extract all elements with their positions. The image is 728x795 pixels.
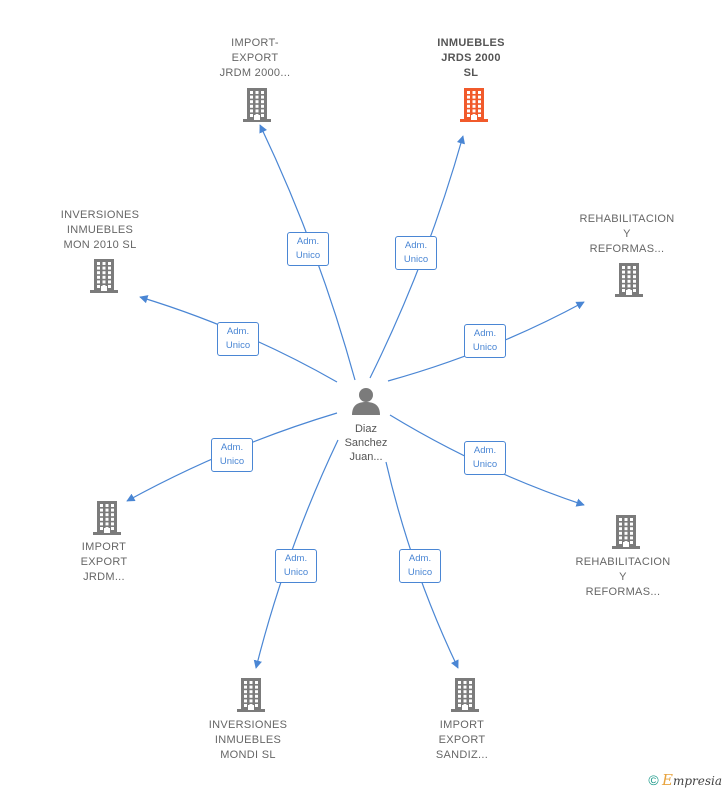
- company-name-line-1: IMPORT: [439, 719, 485, 731]
- company-name-line-1: REHABILITACION: [575, 556, 671, 568]
- building-icon[interactable]: [613, 263, 645, 302]
- role-label-line-1: Adm.: [473, 328, 497, 339]
- company-name-line-1: INMUEBLES: [437, 37, 505, 49]
- company-name-line-3: REFORMAS...: [589, 243, 665, 255]
- company-name-line-3: MON 2010 SL: [63, 239, 137, 251]
- role-label-line-1: Adm.: [284, 553, 308, 564]
- role-label-3: Adm. Unico: [217, 322, 259, 356]
- company-label-8[interactable]: IMPORT EXPORT SANDIZ...: [397, 718, 527, 763]
- company-name-line-1: INVERSIONES: [60, 209, 140, 221]
- company-name-line-1: REHABILITACION: [579, 213, 675, 225]
- role-label-line-2: Unico: [225, 340, 251, 351]
- building-icon[interactable]: [88, 259, 120, 298]
- company-label-6[interactable]: REHABILITACION Y REFORMAS...: [558, 555, 688, 600]
- company-name-line-1: IMPORT-: [231, 37, 279, 49]
- role-label-line-1: Adm.: [473, 445, 497, 456]
- center-name-line-2: Sanchez: [344, 437, 388, 449]
- role-label-4: Adm. Unico: [464, 324, 506, 358]
- company-name-line-1: IMPORT: [81, 541, 127, 553]
- company-name-line-2: JRDS 2000: [441, 52, 501, 64]
- building-icon[interactable]: [610, 515, 642, 554]
- role-label-1: Adm. Unico: [287, 232, 329, 266]
- role-label-5: Adm. Unico: [211, 438, 253, 472]
- company-name-line-2: EXPORT: [80, 556, 128, 568]
- role-label-line-1: Adm.: [408, 553, 432, 564]
- company-name-line-2: INMUEBLES: [66, 224, 134, 236]
- brand-logo: Empresia: [661, 771, 722, 789]
- company-name-line-2: EXPORT: [231, 52, 279, 64]
- brand-logo-rest: mpresia: [672, 774, 722, 788]
- company-name-line-2: INMUEBLES: [214, 734, 282, 746]
- building-icon[interactable]: [235, 678, 267, 717]
- role-label-7: Adm. Unico: [275, 549, 317, 583]
- building-icon[interactable]: [241, 88, 273, 127]
- role-label-2: Adm. Unico: [395, 236, 437, 270]
- role-label-line-2: Unico: [295, 250, 321, 261]
- role-label-line-1: Adm.: [220, 442, 244, 453]
- role-label-line-2: Unico: [283, 567, 309, 578]
- role-label-line-2: Unico: [407, 567, 433, 578]
- company-name-line-3: JRDM 2000...: [219, 67, 291, 79]
- center-name-line-1: Diaz: [354, 423, 377, 435]
- role-label-line-1: Adm.: [226, 326, 250, 337]
- company-name-line-3: SANDIZ...: [435, 749, 489, 761]
- copyright-symbol: ©: [648, 772, 659, 788]
- company-name-line-3: JRDM...: [83, 571, 125, 583]
- brand-logo-initial: E: [661, 771, 673, 789]
- role-label-line-2: Unico: [219, 456, 245, 467]
- building-icon[interactable]: [449, 678, 481, 717]
- company-name-line-1: INVERSIONES: [208, 719, 288, 731]
- building-icon[interactable]: [91, 501, 123, 540]
- company-name-line-2: EXPORT: [438, 734, 486, 746]
- role-label-line-2: Unico: [403, 254, 429, 265]
- role-label-8: Adm. Unico: [399, 549, 441, 583]
- role-label-line-1: Adm.: [404, 240, 428, 251]
- company-name-line-2: Y: [619, 571, 627, 583]
- center-name-line-3: Juan...: [349, 451, 383, 463]
- company-name-line-2: Y: [623, 228, 631, 240]
- role-label-line-2: Unico: [472, 459, 498, 470]
- role-label-6: Adm. Unico: [464, 441, 506, 475]
- center-person-label[interactable]: Diaz Sanchez Juan...: [316, 422, 416, 464]
- company-label-5[interactable]: IMPORT EXPORT JRDM...: [39, 540, 169, 585]
- company-name-line-3: REFORMAS...: [585, 586, 661, 598]
- company-label-1[interactable]: IMPORT- EXPORT JRDM 2000...: [190, 36, 320, 81]
- company-label-7[interactable]: INVERSIONES INMUEBLES MONDI SL: [183, 718, 313, 763]
- company-label-3[interactable]: INVERSIONES INMUEBLES MON 2010 SL: [35, 208, 165, 253]
- building-icon[interactable]: [458, 88, 490, 127]
- company-label-4[interactable]: REHABILITACION Y REFORMAS...: [562, 212, 692, 257]
- role-label-line-2: Unico: [472, 342, 498, 353]
- footer-credit: © Empresia: [648, 771, 722, 789]
- company-name-line-3: SL: [463, 67, 479, 79]
- person-icon[interactable]: [351, 386, 381, 416]
- company-name-line-3: MONDI SL: [220, 749, 276, 761]
- role-label-line-1: Adm.: [296, 236, 320, 247]
